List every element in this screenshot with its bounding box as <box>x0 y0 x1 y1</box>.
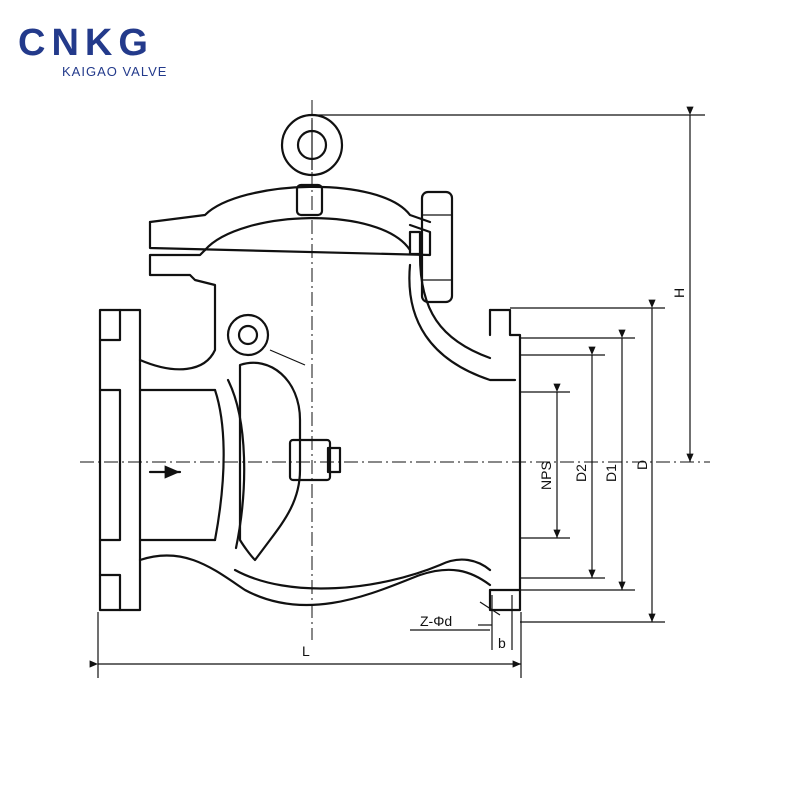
right-flange <box>488 308 522 612</box>
valve-body <box>138 248 517 607</box>
label-d: D <box>634 460 650 470</box>
label-nps: NPS <box>538 461 554 490</box>
label-z-phi-d: Z-Φd <box>420 613 452 629</box>
label-d1: D1 <box>603 464 619 482</box>
bonnet-bolt <box>408 190 454 304</box>
swing-disc <box>213 313 342 562</box>
brand-name: KAIGAO VALVE <box>62 64 168 79</box>
label-d2: D2 <box>573 464 589 482</box>
left-flange <box>98 308 142 612</box>
label-h: H <box>671 288 687 298</box>
bonnet <box>148 113 432 257</box>
label-b: b <box>498 635 506 651</box>
dimension-lines <box>89 106 705 678</box>
brand-logo: CNKG <box>18 22 154 64</box>
flange-bolt-hole <box>478 595 513 650</box>
label-l: L <box>302 643 310 659</box>
